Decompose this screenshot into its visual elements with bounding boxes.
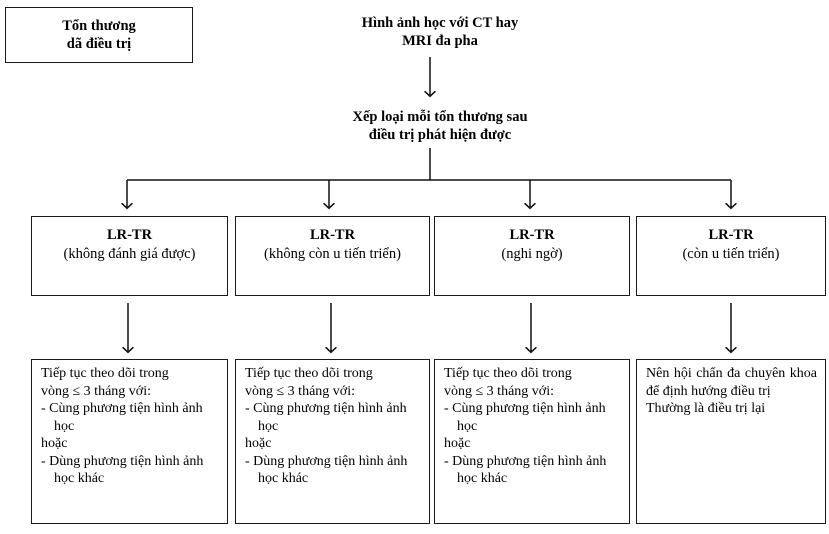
treated-lesion-title-box: Tổn thương dã điều trị (5, 7, 193, 63)
treated-lesion-label: Tổn thương dã điều trị (62, 17, 136, 52)
category-code: LR-TR (106, 227, 153, 243)
recommendation-box-3: Tiếp tục theo dõi trong vòng ≤ 3 tháng v… (434, 359, 630, 524)
category-code: LR-TR (708, 227, 754, 243)
category-box-lr-tr-nonevaluable: LR-TR (không đánh giá được) (31, 216, 228, 296)
recommendation-line: - Cùng phương tiện hình ảnh học (41, 401, 203, 434)
recommendation-line: - Dùng phương tiện hình ảnh học khác (444, 453, 607, 487)
recommendation-line: hoặc (245, 436, 272, 451)
recommendation-line: - Dùng phương tiện hình ảnh học khác (41, 453, 204, 487)
category-code: LR-TR (509, 227, 555, 243)
category-box-lr-tr-equivocal: LR-TR (nghi ngờ) (434, 216, 630, 296)
recommendation-line: hoặc (41, 436, 68, 451)
recommendation-box-2: Tiếp tục theo dõi trong vòng ≤ 3 tháng v… (235, 359, 430, 524)
recommendation-line: - Cùng phương tiện hình ảnh học (245, 401, 407, 434)
fan-out-connector-icon (127, 148, 731, 208)
recommendation-box-4: Nên hội chẩn đa chuyên khoa để định hướn… (636, 359, 826, 524)
category-box-lr-tr-viable: LR-TR (còn u tiến triển) (636, 216, 826, 296)
classification-heading: Xếp loại mỗi tổn thương sau điều trị phá… (352, 109, 528, 144)
recommendation-box-1: Tiếp tục theo dõi trong vòng ≤ 3 tháng v… (31, 359, 228, 524)
category-box-lr-tr-nonviable: LR-TR (không còn u tiến triển) (235, 216, 430, 296)
category-qualifier: (không đánh giá được) (63, 245, 196, 262)
category-qualifier: (không còn u tiến triển) (264, 245, 401, 262)
recommendation-line: Thường là điều trị lại (646, 401, 766, 416)
recommendation-line: Tiếp tục theo dõi trong (444, 366, 572, 381)
recommendation-line: hoặc (444, 436, 471, 451)
recommendation-line: - Dùng phương tiện hình ảnh học khác (245, 453, 408, 487)
category-code: LR-TR (309, 227, 356, 243)
recommendation-line: - Cùng phương tiện hình ảnh học (444, 401, 606, 434)
recommendation-line: Nên hội chẩn đa chuyên khoa để định hướn… (646, 366, 817, 399)
recommendation-line: vòng ≤ 3 tháng với: (444, 383, 554, 399)
recommendation-line: Tiếp tục theo dõi trong (245, 366, 373, 381)
recommendation-line: Tiếp tục theo dõi trong (41, 366, 169, 381)
imaging-modality-heading: Hình ảnh học với CT hay MRI đa pha (361, 15, 519, 50)
category-qualifier: (còn u tiến triển) (682, 245, 780, 262)
recommendation-line: vòng ≤ 3 tháng với: (41, 383, 151, 399)
category-qualifier: (nghi ngờ) (501, 245, 563, 262)
recommendation-line: vòng ≤ 3 tháng với: (245, 383, 355, 399)
